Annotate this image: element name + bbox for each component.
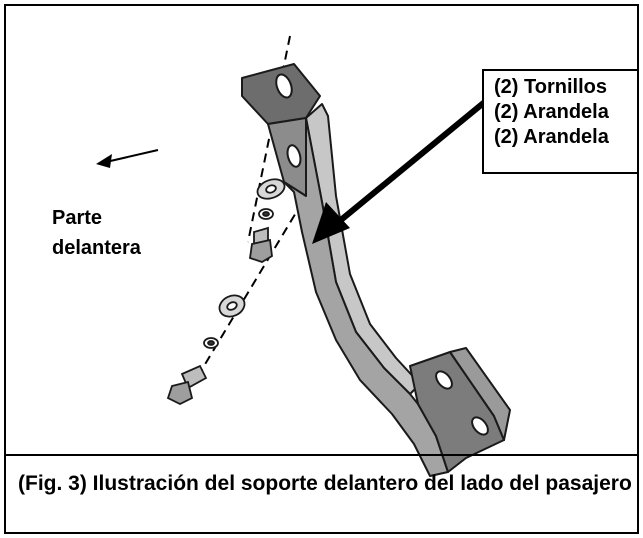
front-label-line-2: delantera xyxy=(52,237,141,259)
front-side-label: Parte delantera xyxy=(52,203,141,263)
bracket-illustration xyxy=(96,35,511,477)
bracket xyxy=(241,63,511,477)
hardware-callout-box: (2) Tornillos (2) Arandela (2) Arandela xyxy=(482,69,637,174)
callout-line-washers-2: (2) Arandela xyxy=(494,126,609,148)
figure-frame: Parte delantera (2) Tornillos (2) Arande… xyxy=(4,4,639,534)
callout-line-washers-1: (2) Arandela xyxy=(494,101,609,123)
callout-line-bolts: (2) Tornillos xyxy=(494,76,607,98)
figure-caption: (Fig. 3) Ilustración del soporte delante… xyxy=(6,454,637,500)
front-label-line-1: Parte xyxy=(52,207,103,229)
front-direction-arrow xyxy=(96,149,159,168)
lower-hardware xyxy=(166,294,246,406)
upper-hardware xyxy=(249,178,286,263)
callout-arrow xyxy=(312,93,494,244)
